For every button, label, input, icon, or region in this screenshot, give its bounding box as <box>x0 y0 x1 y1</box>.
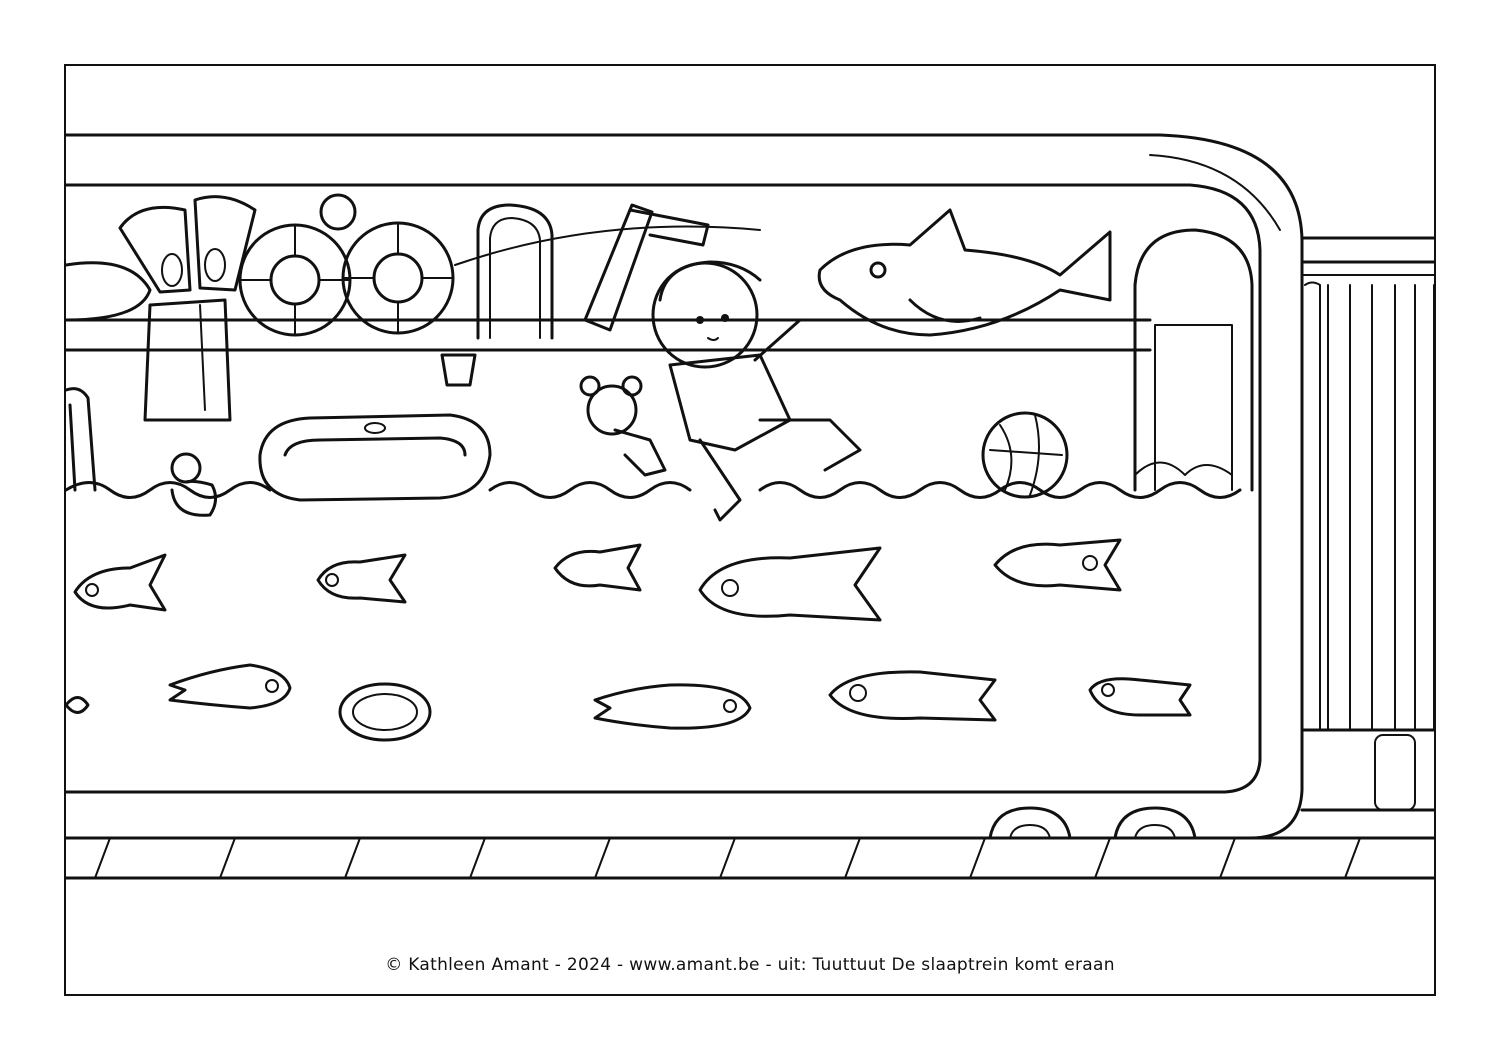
child <box>651 260 862 522</box>
towel <box>143 298 232 422</box>
rails-and-wheels <box>64 806 1436 880</box>
stool <box>64 387 97 492</box>
swim-rings <box>238 193 455 337</box>
water-surface <box>64 481 1242 499</box>
rubber-duck <box>170 452 217 517</box>
fish <box>73 538 1122 622</box>
surfboard <box>476 203 554 340</box>
teddy-bear <box>579 375 667 477</box>
inner-tube-left <box>64 261 152 322</box>
inflatable-boat <box>258 413 492 502</box>
next-train-car <box>1300 236 1436 812</box>
train-car <box>64 133 1304 840</box>
bucket <box>440 353 477 387</box>
copyright-credit: © Kathleen Amant - 2024 - www.amant.be -… <box>385 955 1115 975</box>
rolled-mat <box>583 203 710 332</box>
shark-plush <box>817 208 1112 337</box>
doorway <box>1133 228 1254 492</box>
fish <box>64 663 1192 742</box>
